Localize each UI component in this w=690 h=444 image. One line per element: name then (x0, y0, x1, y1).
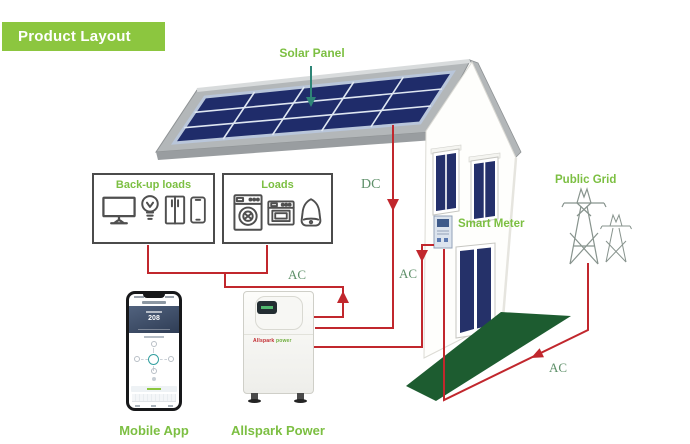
app-mini-chart (132, 394, 176, 402)
app-power-value: 208 (148, 315, 160, 322)
dc-arrow-down (387, 199, 399, 211)
power-pylon-small (600, 213, 632, 263)
battery-separator (244, 334, 313, 335)
flow-battery-node (151, 368, 157, 374)
wire-grid-to-meter (443, 249, 589, 402)
battery-lcd-screen (257, 301, 277, 314)
loads-box: Loads (222, 173, 333, 244)
app-footer-strip (131, 386, 177, 392)
loads-icons (232, 194, 323, 231)
smartphone-icon (189, 196, 206, 224)
wire-arrowheads (337, 199, 544, 358)
solar-panel-pointer-arrow (306, 66, 316, 107)
grid-arrow-diagonal (531, 348, 544, 358)
wire-ac-battery-to-loads (224, 273, 344, 318)
wire-dc (315, 125, 394, 329)
solar-panel-array (171, 70, 456, 145)
phone-notch (143, 294, 165, 298)
window-upper-left (430, 144, 462, 216)
ac-label-grid: AC (549, 360, 568, 375)
wiring (147, 125, 589, 402)
loads-title: Loads (261, 179, 294, 191)
refrigerator-icon (164, 195, 185, 225)
patio-door (455, 242, 496, 339)
solar-panel-label: Solar Panel (279, 46, 345, 60)
app-energy-flow-diagram (129, 340, 179, 384)
smart-meter-label: Smart Meter (458, 218, 525, 230)
app-section-header (144, 336, 164, 338)
battery-brand-logo: Allspark power (253, 338, 292, 344)
mobile-phone: 208 (126, 291, 182, 411)
flow-home-node (168, 356, 174, 362)
allspark-power-label: Allspark Power (231, 423, 325, 438)
flow-grid-node (134, 356, 140, 362)
lawn (406, 312, 571, 401)
backup-loads-title: Back-up loads (115, 179, 192, 191)
banner-product-layout: Product Layout (2, 22, 165, 51)
backup-loads-icons (101, 194, 206, 226)
app-titlebar (142, 301, 166, 304)
meter-arrow-down (416, 250, 428, 262)
flow-solar-node (151, 341, 157, 347)
ac-arrow-up (337, 291, 349, 303)
battery-foot-right (294, 393, 307, 403)
tv-monitor-icon (101, 196, 136, 224)
ac-label-meter-battery: AC (399, 266, 418, 281)
phone-statusbar-right (165, 296, 174, 298)
iron-icon (300, 197, 321, 227)
window-upper-right (468, 152, 501, 224)
battery-foot-left (248, 393, 261, 403)
flow-center-node (148, 354, 159, 365)
dc-label: DC (361, 177, 381, 192)
phone-screen: 208 (129, 294, 179, 408)
power-pylon-large (561, 187, 607, 265)
mobile-app-label: Mobile App (119, 423, 189, 438)
oven-icon (266, 200, 295, 225)
light-bulb-icon (140, 195, 159, 220)
public-grid-label: Public Grid (555, 174, 617, 186)
battery-inverter-unit: Allspark power (243, 291, 314, 403)
app-hero-banner: 208 (129, 306, 179, 333)
flow-extra-node (152, 377, 156, 381)
wire-meter-to-battery (314, 244, 434, 348)
phone-statusbar (134, 296, 144, 298)
ac-label-battery-loads: AC (288, 267, 307, 282)
washing-machine-icon (232, 194, 263, 231)
backup-loads-box: Back-up loads (92, 173, 215, 244)
app-tab-bar (129, 403, 179, 408)
wire-loads-bus (147, 245, 268, 274)
smart-meter-device (433, 215, 453, 249)
